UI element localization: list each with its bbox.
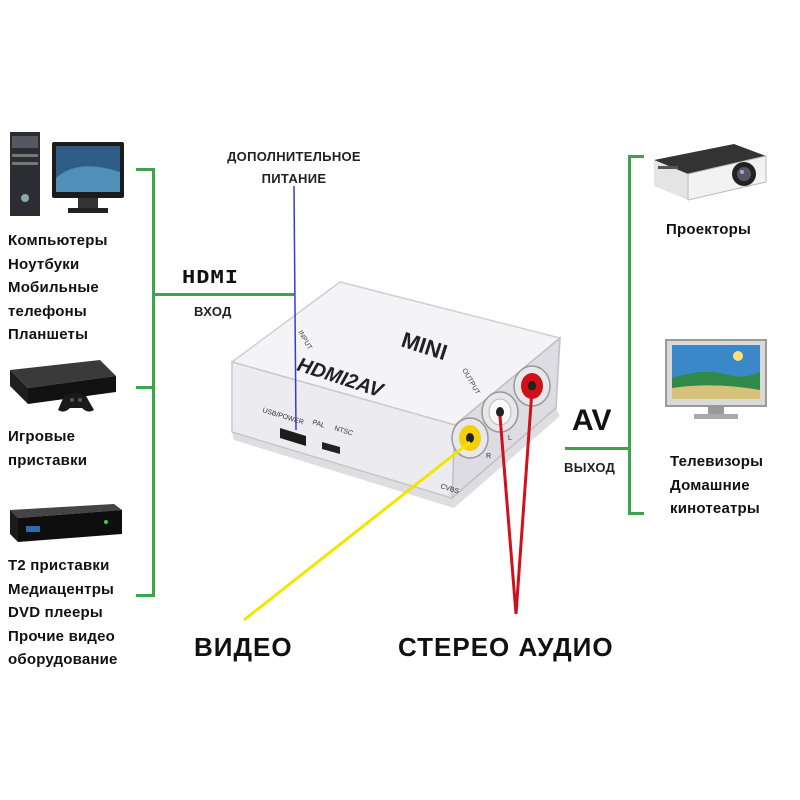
left-label: Мобильные xyxy=(8,279,99,296)
left-group-computers: Компьютеры Ноутбуки Мобильные телефоны П… xyxy=(8,229,108,347)
projector-icon xyxy=(654,144,767,201)
right-label: Домашние xyxy=(670,476,750,494)
extra-power-line1: ДОПОЛНИТЕЛЬНОЕ xyxy=(227,149,361,164)
hdmi-logo: HDMI xyxy=(182,268,239,288)
left-label: Планшеты xyxy=(8,326,89,343)
video-cable xyxy=(243,440,471,622)
rca-audio-red-jack xyxy=(513,365,551,407)
left-label: DVD плееры xyxy=(8,604,103,621)
extra-power-label: ДОПОЛНИТЕЛЬНОЕ ПИТАНИЕ xyxy=(214,146,374,190)
left-label: телефоны xyxy=(8,302,87,320)
computer-icon xyxy=(10,132,124,216)
tv-icon xyxy=(665,339,767,419)
left-label: Медиацентры xyxy=(8,580,115,598)
left-group-media: Т2 приставки Медиацентры DVD плееры Проч… xyxy=(8,554,118,672)
left-label: оборудование xyxy=(8,651,118,668)
output-label: ВЫХОД xyxy=(564,460,616,475)
port-r-text: R xyxy=(486,453,491,460)
game-console-icon xyxy=(10,360,116,412)
left-label: Ноутбуки xyxy=(8,255,80,273)
av-logo: AV xyxy=(572,404,612,437)
left-label: Прочие видео xyxy=(8,627,116,645)
left-group-consoles: Игровые приставки xyxy=(8,425,87,472)
audio-cable-right xyxy=(514,389,534,615)
set-top-box-icon xyxy=(10,504,122,542)
video-label: ВИДЕО xyxy=(194,632,293,662)
left-label: приставки xyxy=(8,451,88,469)
right-label: Телевизоры xyxy=(670,453,764,470)
port-l-text: L xyxy=(508,435,512,442)
left-label: Игровые xyxy=(8,428,76,445)
stereo-audio-label: СТЕРЕО АУДИО xyxy=(398,632,614,662)
right-group-tvs: Телевизоры Домашние кинотеатры xyxy=(670,450,763,521)
pal-ntsc-switch xyxy=(322,442,340,454)
left-label: Т2 приставки xyxy=(8,557,110,574)
input-label: ВХОД xyxy=(194,304,232,319)
extra-power-line2: ПИТАНИЕ xyxy=(261,171,327,186)
audio-cable-left xyxy=(498,415,518,615)
right-label: кинотеатры xyxy=(670,500,760,517)
rca-audio-white-jack xyxy=(481,391,519,433)
right-label: Проекторы xyxy=(666,221,752,238)
left-label: Компьютеры xyxy=(8,232,108,249)
port-pal-text: PAL xyxy=(311,419,325,429)
usb-port xyxy=(280,428,306,446)
power-line xyxy=(293,185,297,431)
right-group-projectors: Проекторы xyxy=(666,218,751,242)
